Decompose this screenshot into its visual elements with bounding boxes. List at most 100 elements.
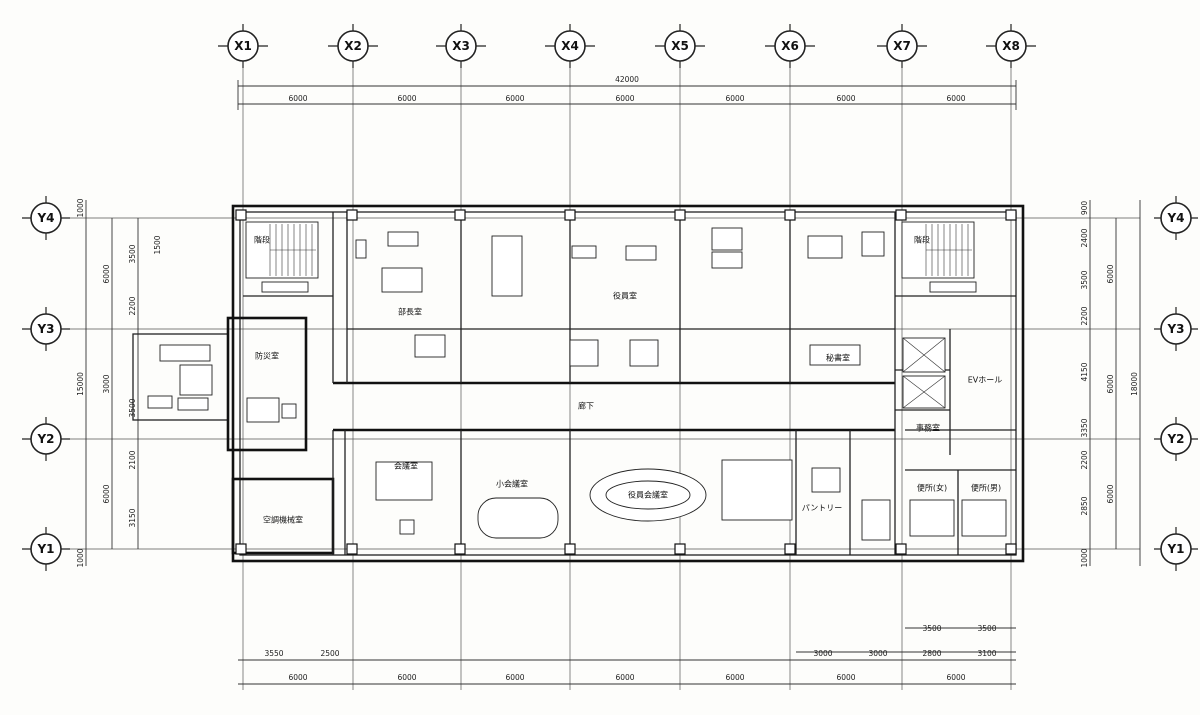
dim-top-span: 6000 — [615, 94, 634, 103]
dim-right-inner: 2850 — [1080, 496, 1089, 515]
dim-left-inner: 3150 — [128, 508, 137, 527]
axis-bubbles-y-left: Y4 Y3 Y2 Y1 — [22, 196, 70, 571]
axis-bubble: X7 — [877, 24, 927, 68]
dim-bottom-small: 3500 — [977, 624, 996, 633]
axis-label: X2 — [344, 39, 362, 53]
dim-right-mid: 6000 — [1106, 374, 1115, 393]
dim-left-inner: 2100 — [128, 450, 137, 469]
dim-bottom-span: 6000 — [725, 673, 744, 682]
room-label-secretary: 秘書室 — [826, 353, 850, 363]
dim-bottom-small: 3500 — [922, 624, 941, 633]
room-label-corridor: 廊下 — [578, 401, 594, 411]
room-label-ev-hall: EVホール — [968, 376, 1003, 385]
axis-bubble: X6 — [765, 24, 815, 68]
dim-left-inner: 2200 — [128, 296, 137, 315]
room-label-restroom-women: 便所(女) — [917, 483, 947, 493]
room-label-restroom-men: 便所(男) — [971, 483, 1001, 493]
dim-right-mid: 6000 — [1106, 264, 1115, 283]
dim-left-mid: 3000 — [102, 374, 111, 393]
axis-label: Y1 — [36, 542, 54, 556]
dim-left-outer: 15000 — [76, 372, 85, 396]
room-labels: 階段 階段 部長室 役員室 秘書室 EVホール 廊下 防災室 会議室 小会議室 … — [254, 235, 1002, 525]
axis-label: X6 — [781, 39, 799, 53]
axis-bubble: Y1 — [1154, 527, 1198, 571]
dim-right-inner: 4150 — [1080, 362, 1089, 381]
axis-label: X3 — [452, 39, 470, 53]
right-dimensions: 18000 6000 6000 6000 900 2400 3500 2200 … — [1080, 200, 1141, 568]
axis-label: Y2 — [1166, 432, 1184, 446]
stair-right — [901, 221, 977, 293]
top-dimensions: 42000 6000 6000 6000 6000 6000 6000 6000 — [237, 75, 1017, 110]
dim-bottom-span: 6000 — [946, 673, 965, 682]
dim-right-outer: 18000 — [1130, 372, 1139, 396]
dim-right-mid: 6000 — [1106, 484, 1115, 503]
axis-label: Y3 — [36, 322, 54, 336]
dim-top-span: 6000 — [836, 94, 855, 103]
axis-bubble: Y4 — [1154, 196, 1198, 240]
elevators — [902, 337, 946, 409]
axis-bubble: X1 — [218, 24, 268, 68]
dim-bottom-span: 6000 — [288, 673, 307, 682]
axis-label: Y4 — [36, 211, 54, 225]
room-label-office: 事務室 — [916, 423, 940, 433]
axis-bubble: Y3 — [22, 307, 70, 351]
room-label-pantry: パントリー — [802, 504, 842, 513]
room-label-stair: 階段 — [254, 235, 270, 245]
building-shell — [132, 204, 1025, 563]
room-label-small-meeting: 小会議室 — [496, 479, 528, 489]
dim-left-mid: 6000 — [102, 484, 111, 503]
axis-bubble: Y4 — [22, 196, 70, 240]
dim-left-outer: 1000 — [76, 198, 85, 217]
axis-bubble: Y2 — [1154, 417, 1198, 461]
axis-bubble: X4 — [545, 24, 595, 68]
dim-bottom-span: 6000 — [615, 673, 634, 682]
furniture — [147, 227, 1007, 541]
dim-right-inner: 1000 — [1080, 548, 1089, 567]
bottom-dimensions: 3550 2500 6000 6000 6000 6000 6000 6000 … — [238, 624, 1016, 685]
dim-bottom-small: 2500 — [320, 649, 339, 658]
axis-label: X8 — [1002, 39, 1020, 53]
dim-bottom-small: 3000 — [813, 649, 832, 658]
axis-label: X1 — [234, 39, 252, 53]
dim-bottom-small: 3000 — [868, 649, 887, 658]
dim-top-span: 6000 — [505, 94, 524, 103]
dim-top-span: 6000 — [397, 94, 416, 103]
dim-bottom-span: 6000 — [505, 673, 524, 682]
dim-right-inner: 2400 — [1080, 228, 1089, 247]
dim-top-span: 6000 — [946, 94, 965, 103]
dim-right-inner: 3500 — [1080, 270, 1089, 289]
axis-bubble: X2 — [328, 24, 378, 68]
dim-left-outer: 1000 — [76, 548, 85, 567]
columns — [235, 209, 1017, 555]
dim-top-total: 42000 — [615, 75, 639, 84]
dim-bottom-span: 6000 — [397, 673, 416, 682]
axis-bubble: X5 — [655, 24, 705, 68]
dim-left-mid: 6000 — [102, 264, 111, 283]
room-label-hvac: 空調機械室 — [263, 515, 303, 525]
dim-left-inner: 3500 — [128, 244, 137, 263]
dim-bottom-span: 6000 — [836, 673, 855, 682]
dim-bottom-small: 3550 — [264, 649, 283, 658]
left-dimensions: 1000 15000 1000 6000 3000 6000 3500 1500… — [76, 198, 162, 567]
dim-bottom-small: 3100 — [977, 649, 996, 658]
axis-label: Y4 — [1166, 211, 1184, 225]
axis-bubble: Y3 — [1154, 307, 1198, 351]
axis-label: Y3 — [1166, 322, 1184, 336]
dim-bottom-small: 2800 — [922, 649, 941, 658]
axis-label: Y1 — [1166, 542, 1184, 556]
axis-label: X4 — [561, 39, 579, 53]
axis-bubbles-x: X1 X2 X3 X4 X5 — [218, 24, 1036, 68]
room-label-executive-office: 役員室 — [613, 291, 637, 301]
dim-top-span: 6000 — [725, 94, 744, 103]
axis-label: X7 — [893, 39, 911, 53]
axis-label: Y2 — [36, 432, 54, 446]
room-label-disaster-prevention: 防災室 — [255, 351, 279, 361]
axis-bubble: X8 — [986, 24, 1036, 68]
axis-bubble: Y2 — [22, 417, 70, 461]
axis-bubble: X3 — [436, 24, 486, 68]
room-label-exec-meeting: 役員会議室 — [628, 490, 668, 500]
room-label-meeting-room: 会議室 — [394, 461, 418, 471]
dim-top-span: 6000 — [288, 94, 307, 103]
